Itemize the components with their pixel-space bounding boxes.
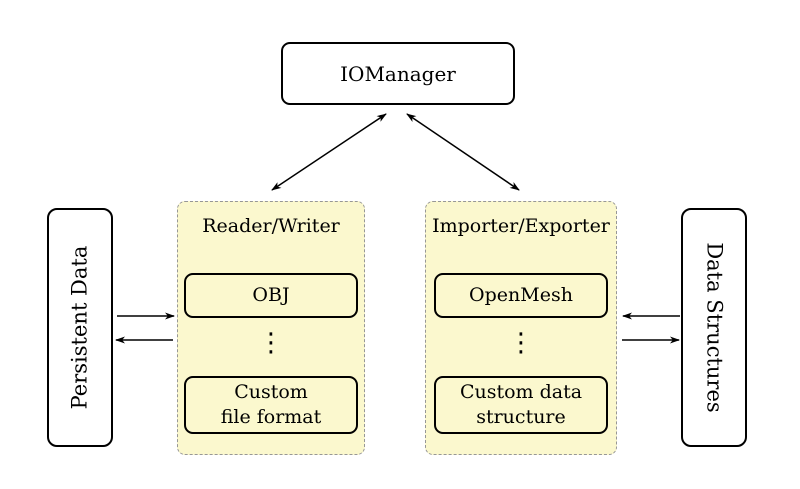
group-importer-exporter-title: Importer/Exporter bbox=[432, 215, 610, 237]
group-importer-exporter: Importer/Exporter OpenMesh ⋮ Custom data… bbox=[425, 201, 617, 455]
arrow-iomanager-reader-writer bbox=[271, 113, 387, 191]
node-custom-file-format: Custom file format bbox=[184, 376, 358, 434]
node-data-structures: Data Structures bbox=[681, 208, 747, 447]
node-obj-label: OBJ bbox=[252, 284, 290, 307]
node-obj: OBJ bbox=[184, 273, 358, 318]
group-reader-writer: Reader/Writer OBJ ⋮ Custom file format bbox=[177, 201, 365, 455]
node-iomanager-label: IOManager bbox=[340, 61, 456, 86]
node-custom-file-format-line2: file format bbox=[220, 406, 322, 428]
node-iomanager: IOManager bbox=[281, 42, 515, 105]
arrow-iomanager-importer-exporter bbox=[406, 113, 520, 191]
group-reader-writer-title: Reader/Writer bbox=[202, 215, 340, 237]
node-persistent-data: Persistent Data bbox=[47, 208, 113, 447]
node-openmesh: OpenMesh bbox=[434, 273, 608, 318]
node-data-structures-label: Data Structures bbox=[702, 242, 727, 413]
ellipsis-dots-left: ⋮ bbox=[258, 328, 284, 358]
node-openmesh-label: OpenMesh bbox=[469, 284, 573, 307]
ellipsis-dots-right: ⋮ bbox=[508, 328, 534, 358]
node-custom-data-structure-line2: structure bbox=[476, 406, 566, 428]
node-persistent-data-label: Persistent Data bbox=[67, 245, 92, 410]
node-custom-data-structure-line1: Custom data bbox=[459, 381, 583, 404]
node-custom-file-format-line1: Custom bbox=[234, 381, 308, 404]
node-custom-data-structure: Custom data structure bbox=[434, 376, 608, 434]
